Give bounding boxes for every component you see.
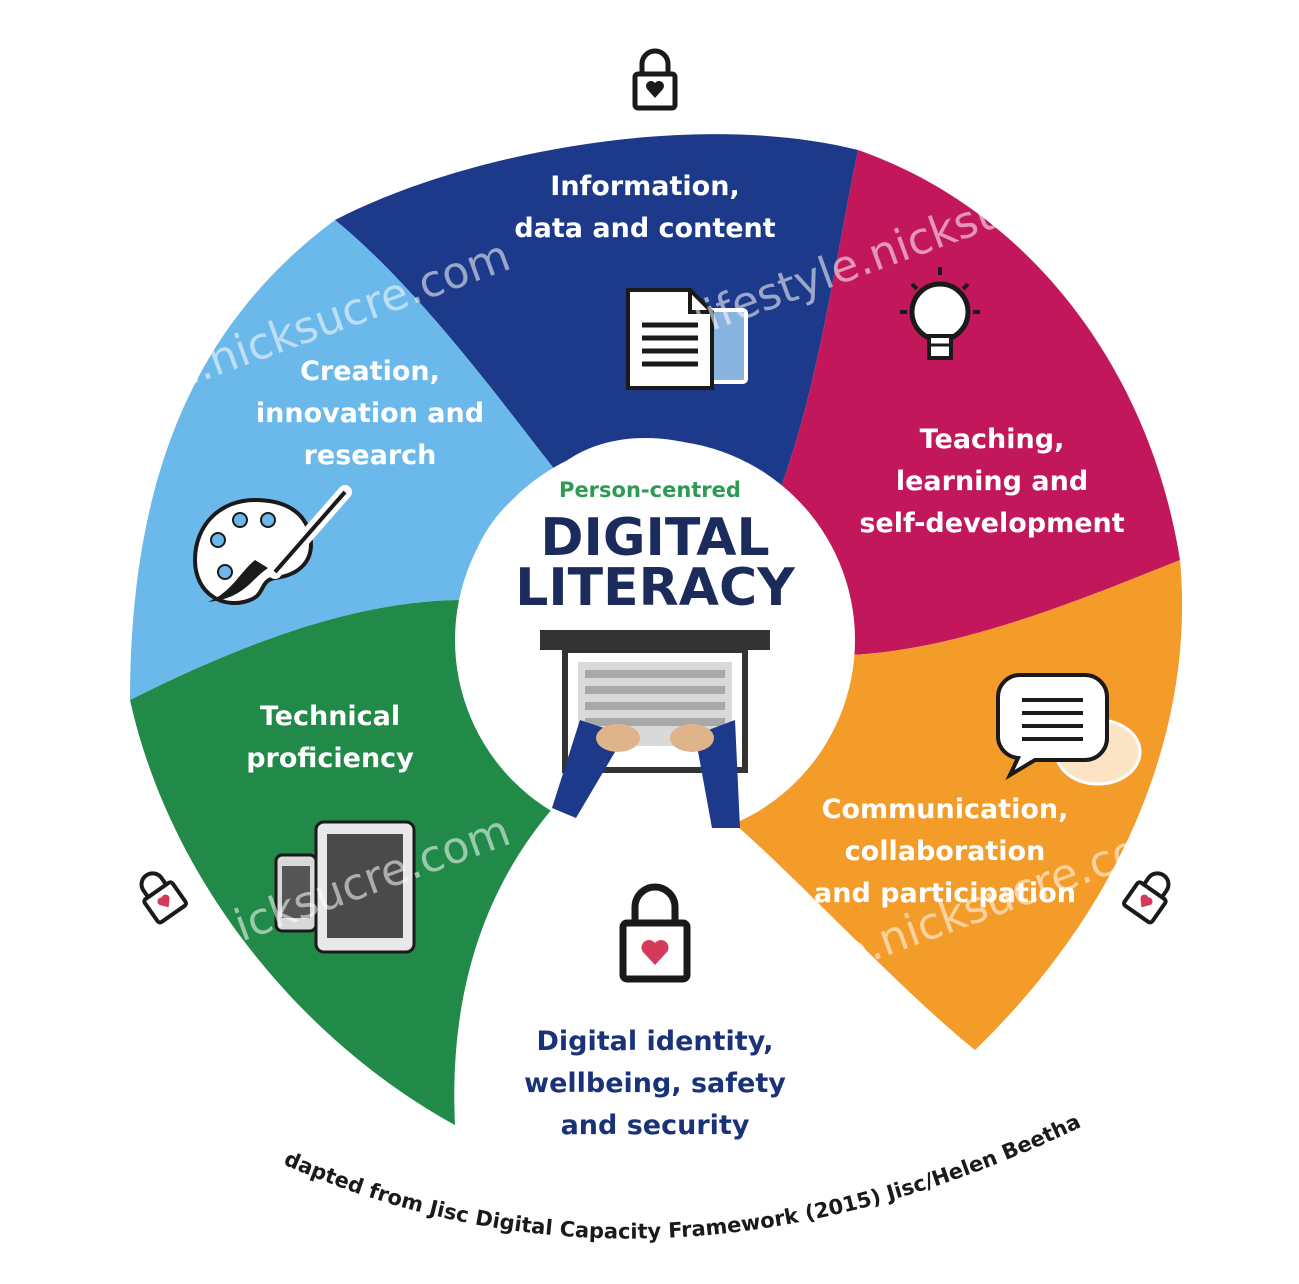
label-identity-line3: and security — [561, 1110, 750, 1141]
label-information: Information, data and content — [514, 171, 775, 244]
center-title-line1: DIGITAL — [540, 508, 769, 568]
label-information-line1: Information, — [550, 171, 739, 202]
lock-icon — [122, 857, 198, 933]
label-teaching-line3: self-development — [859, 508, 1124, 539]
segment-information — [335, 134, 858, 490]
label-communication-line2: collaboration — [845, 836, 1046, 867]
segment-teaching — [780, 150, 1180, 655]
label-identity-line2: wellbeing, safety — [524, 1068, 786, 1099]
laptop-icon — [540, 630, 770, 828]
lock-icon — [1112, 857, 1188, 933]
center-subtitle: Person-centred — [559, 478, 741, 502]
label-identity: Digital identity, wellbeing, safety and … — [524, 1026, 786, 1141]
label-technical-line2: proficiency — [246, 743, 414, 774]
tablet-icon — [274, 820, 416, 954]
label-teaching-line1: Teaching, — [920, 424, 1065, 455]
lock-icon — [613, 38, 697, 122]
label-communication-line1: Communication, — [822, 794, 1069, 825]
lock-icon — [619, 883, 691, 983]
label-creation-line1: Creation, — [300, 356, 440, 387]
label-creation: Creation, innovation and research — [256, 356, 484, 471]
label-communication: Communication, collaboration and partici… — [814, 794, 1076, 909]
label-identity-line1: Digital identity, — [537, 1026, 774, 1057]
label-technical-line1: Technical — [260, 701, 400, 732]
document-icon — [626, 288, 748, 390]
center-title-line2: LITERACY — [515, 558, 796, 618]
label-teaching: Teaching, learning and self-development — [859, 424, 1124, 539]
label-information-line2: data and content — [514, 213, 775, 244]
palette-icon — [192, 485, 352, 606]
lightbulb-icon — [900, 267, 980, 360]
label-teaching-line2: learning and — [896, 466, 1088, 497]
chat-bubble-icon — [996, 673, 1142, 786]
label-communication-line3: and participation — [814, 878, 1076, 909]
label-creation-line3: research — [304, 440, 437, 471]
label-technical: Technical proficiency — [246, 701, 414, 774]
label-creation-line2: innovation and — [256, 398, 484, 429]
